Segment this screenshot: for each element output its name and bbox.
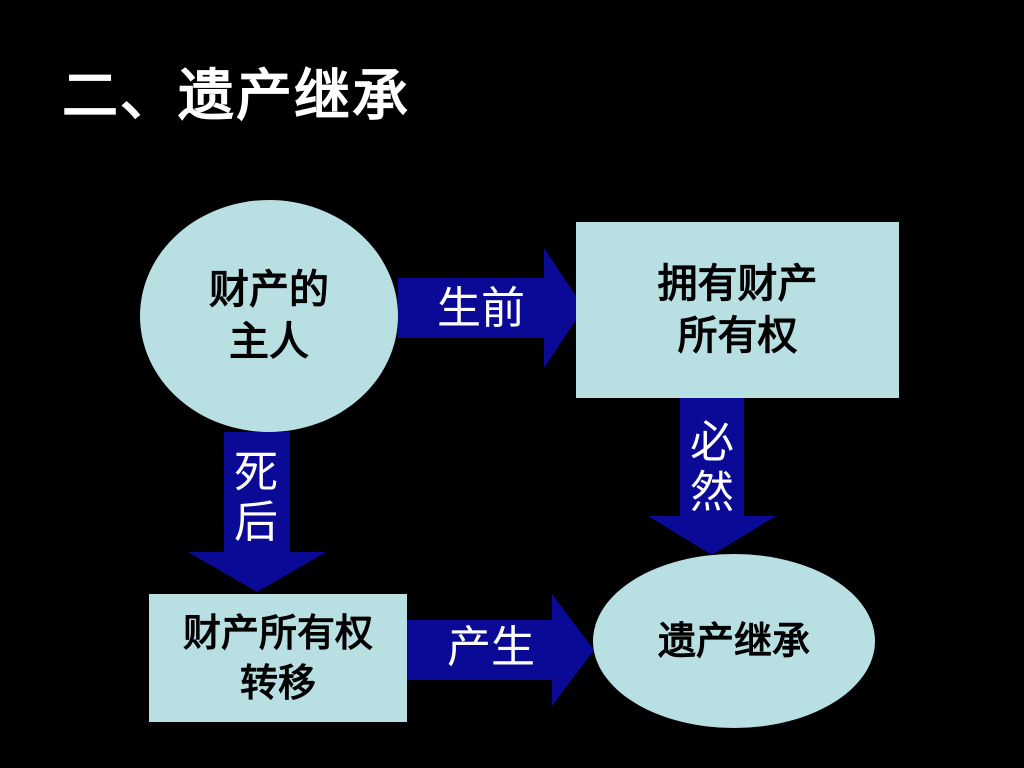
node-inheritance: 遗产继承 (593, 554, 875, 728)
arrow-after (188, 432, 326, 592)
arrow-label-after: 死 后 (224, 448, 288, 548)
node-label: 遗产继承 (657, 619, 810, 663)
node-property-owner: 财产的 主人 (140, 200, 398, 432)
node-label: 财产的 (209, 267, 329, 313)
arrow-label-produce: 产生 (447, 622, 535, 673)
node-label: 财产所有权 (182, 611, 373, 655)
arrow-label-char: 必 (690, 417, 734, 468)
arrow-produce (407, 594, 594, 706)
node-label: 拥有财产 (657, 261, 818, 307)
arrow-label-char: 然 (690, 467, 734, 518)
arrow-label-char: 后 (234, 497, 278, 548)
node-label: 主人 (229, 319, 309, 365)
node-ownership-transfer: 财产所有权 转移 (149, 594, 407, 722)
arrow-label-before: 生前 (437, 283, 525, 334)
arrow-before (398, 248, 584, 368)
node-label: 所有权 (677, 313, 798, 359)
arrow-must (648, 398, 776, 555)
arrow-label-must: 必 然 (680, 418, 744, 518)
node-label: 转移 (239, 661, 316, 705)
node-property-ownership: 拥有财产 所有权 (576, 222, 899, 398)
arrow-label-char: 死 (234, 447, 278, 498)
page-title: 二、遗产继承 (62, 64, 410, 129)
